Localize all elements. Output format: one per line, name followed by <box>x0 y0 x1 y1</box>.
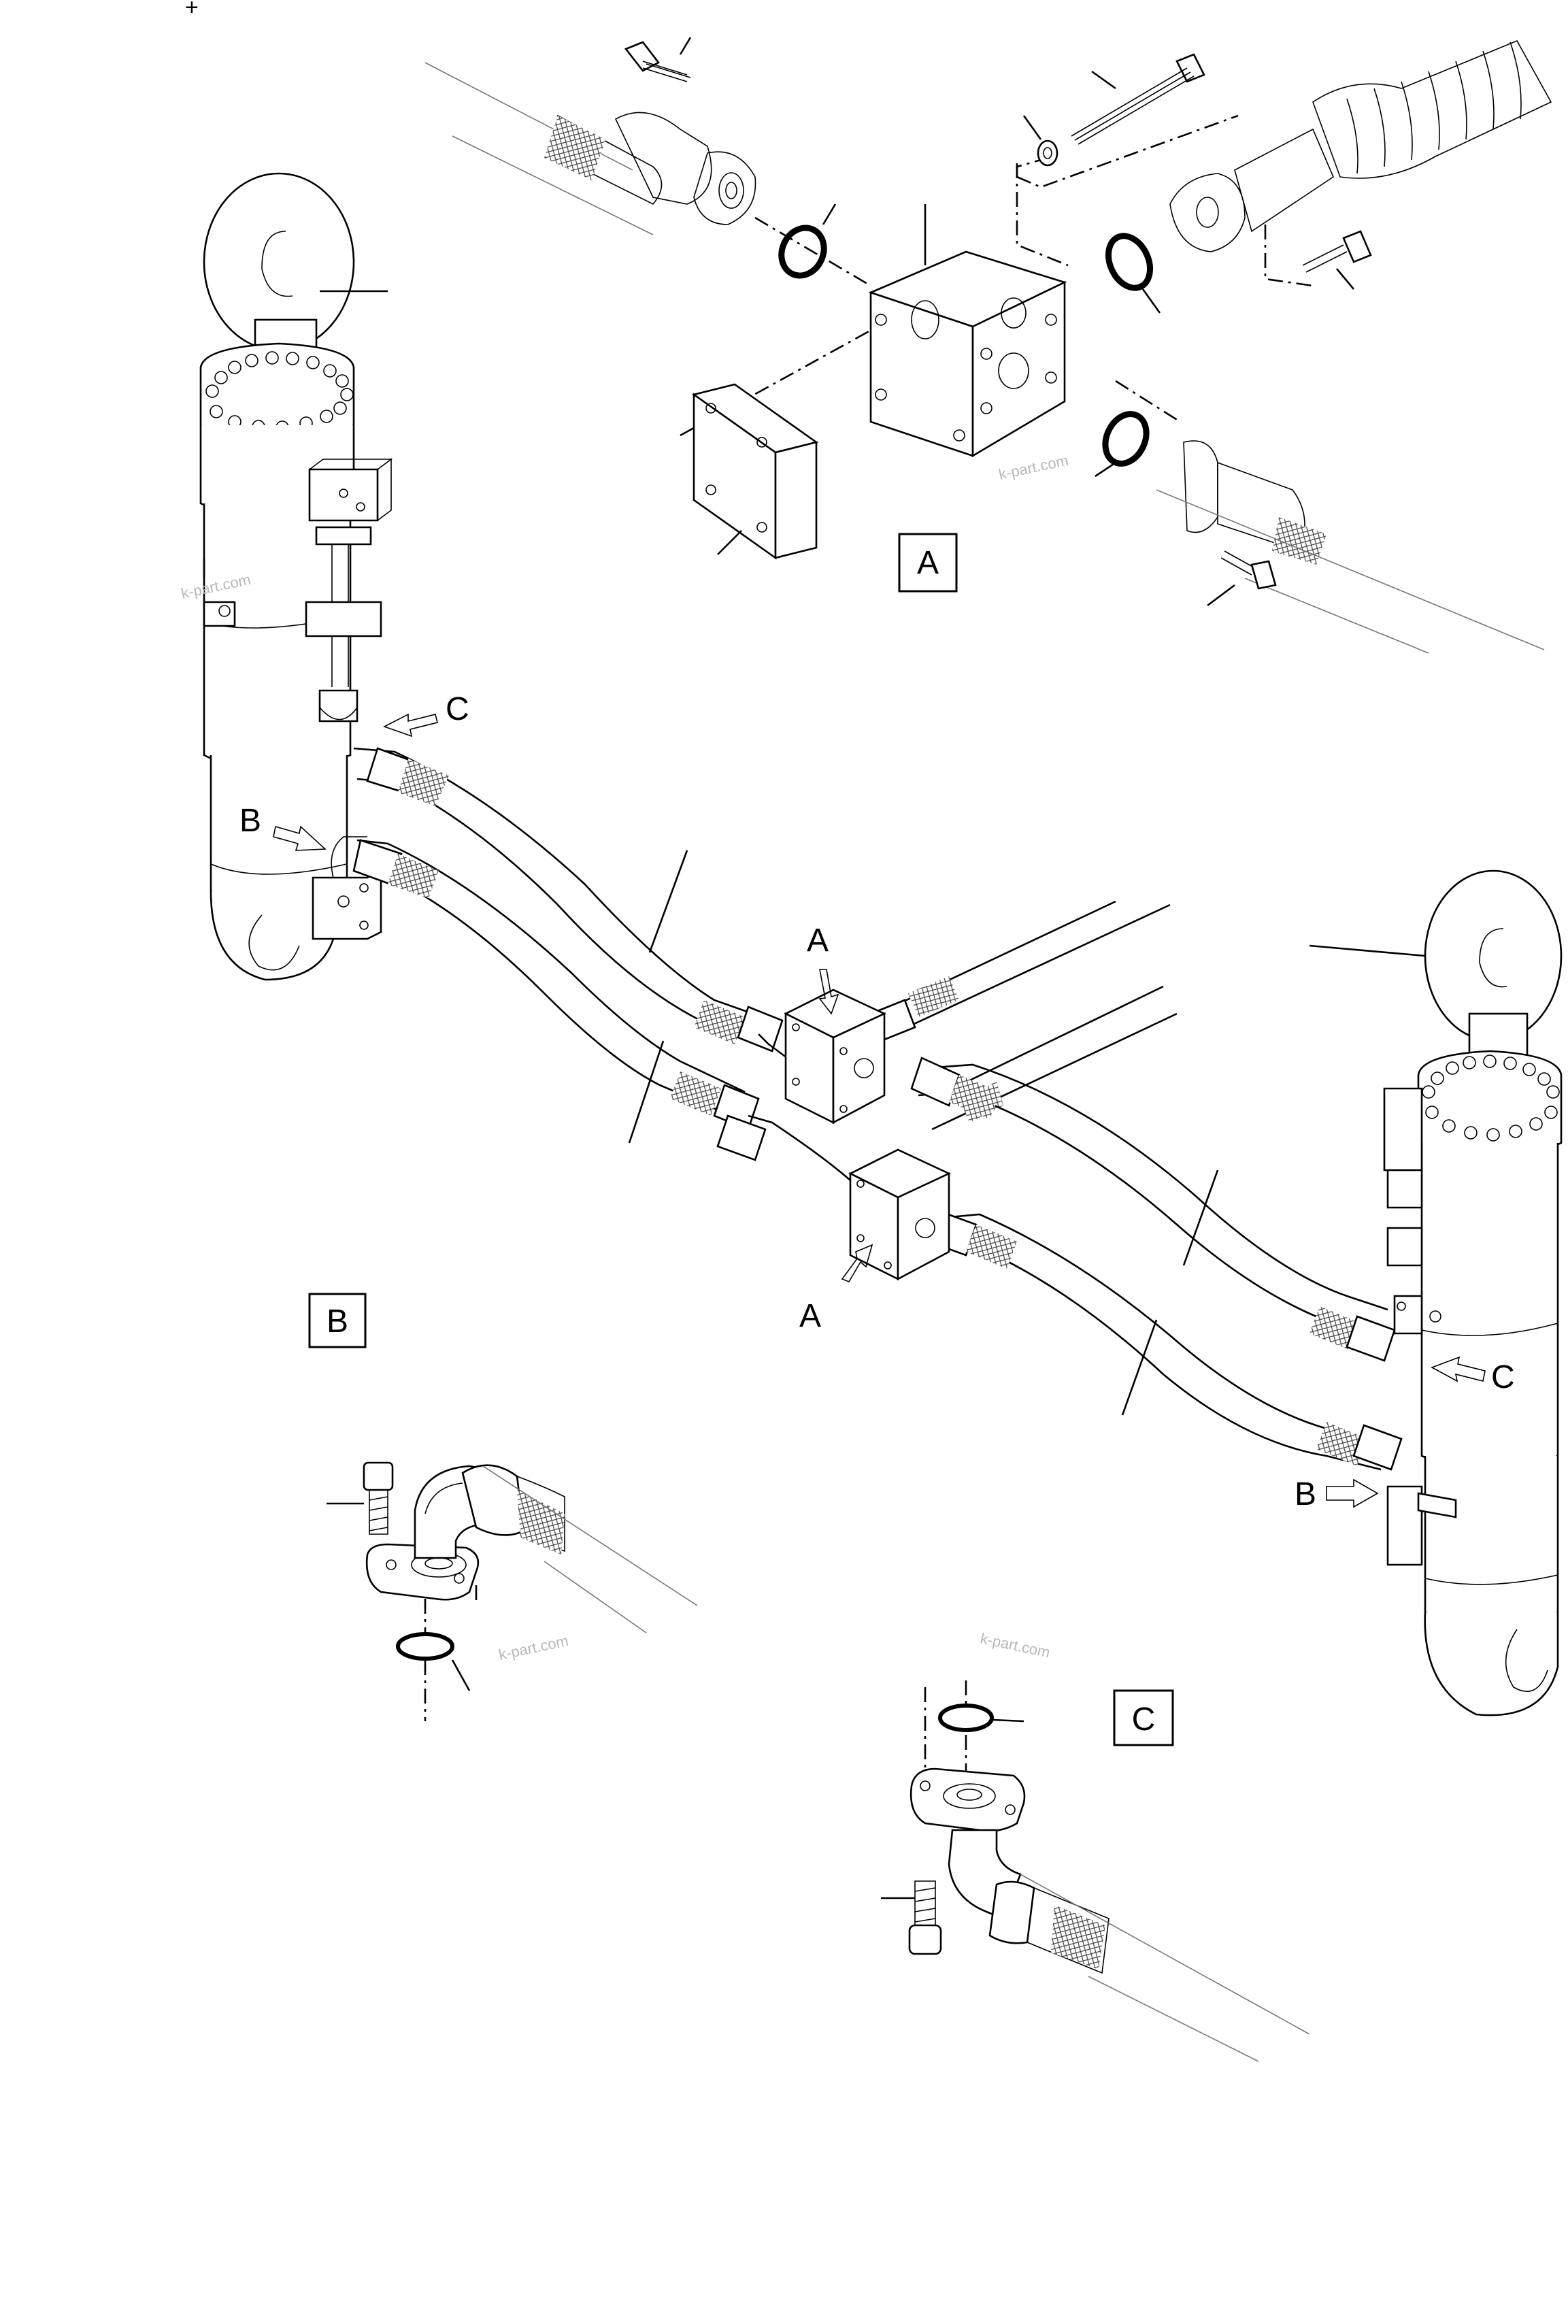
detail-a-hose-upper-right <box>1169 39 1552 252</box>
detail-a-cover-plate <box>691 383 819 560</box>
callout-arrow-top-a <box>818 969 839 1015</box>
detail-box-c-label: C <box>1132 1702 1156 1738</box>
detail-a-bolt-lower <box>1207 550 1277 607</box>
callout-letter-top-a: A <box>807 923 829 959</box>
corner-mark: + <box>185 0 199 20</box>
right-cylinder <box>1309 869 1563 1716</box>
detail-a-oring-left <box>778 225 827 279</box>
callout-letter-upper-left-b: B <box>239 803 261 839</box>
detail-c-oring <box>938 1704 994 1732</box>
detail-c-bolt <box>881 1880 942 1955</box>
detail-box-c <box>1113 1689 1174 1746</box>
callout-letter-right-b: B <box>1295 1476 1316 1512</box>
detail-a-oring-right-lower <box>1102 411 1150 467</box>
detail-a-group: A k-part.com <box>424 37 1552 654</box>
detail-b-group: B k-part.com <box>308 1293 698 1721</box>
callout-arrow-upper-left-b <box>273 825 327 851</box>
watermark-detail-b: k-part.com <box>497 1632 570 1663</box>
watermark-detail-c: k-part.com <box>979 1629 1052 1661</box>
middle-valve-block-upper <box>784 989 887 1125</box>
detail-c-group: C k-part.com <box>881 1629 1310 2062</box>
main-hoses <box>352 747 1403 1471</box>
left-cylinder-flange-b <box>312 836 382 940</box>
detail-box-b <box>308 1293 367 1348</box>
callout-letter-right-c: C <box>1491 1359 1515 1395</box>
callout-arrow-bottom-a <box>841 1244 873 1282</box>
middle-valve-blocks <box>784 969 952 1282</box>
callout-letter-upper-left-c: C <box>446 691 469 727</box>
detail-a-bolt-upper-left <box>624 37 692 82</box>
detail-box-a-label: A <box>917 545 939 581</box>
detail-box-b-label: B <box>327 1304 348 1340</box>
detail-a-hose-lower-right <box>1156 440 1545 654</box>
callout-letters: C B A A C B <box>239 691 1515 1512</box>
detail-a-oring-right-upper <box>1105 233 1153 291</box>
left-cylinder-bolt-circle <box>205 351 354 434</box>
callout-arrow-upper-left-c <box>382 713 438 737</box>
callout-arrow-right-c <box>1431 1356 1486 1382</box>
detail-a-valve-block <box>868 204 1067 458</box>
detail-b-oring <box>396 1632 454 1661</box>
middle-valve-block-lower <box>848 1148 952 1281</box>
left-cylinder-pipe <box>203 458 393 723</box>
right-cylinder-bolt-circle <box>1422 1055 1560 1142</box>
detail-a-hose-upper-left <box>424 62 756 235</box>
detail-b-hose <box>461 1464 698 1633</box>
callout-arrows <box>273 713 1486 1508</box>
detail-c-hose <box>988 1874 1310 2062</box>
callout-letter-bottom-a: A <box>799 1298 821 1334</box>
callout-arrow-right-b <box>1326 1478 1379 1508</box>
detail-a-bolt-right <box>1302 230 1372 290</box>
detail-box-a <box>898 533 958 593</box>
detail-a-long-bolt <box>1022 53 1205 167</box>
left-cylinder <box>199 172 393 981</box>
detail-b-bolt <box>327 1461 394 1535</box>
watermark-top: k-part.com <box>997 452 1070 483</box>
